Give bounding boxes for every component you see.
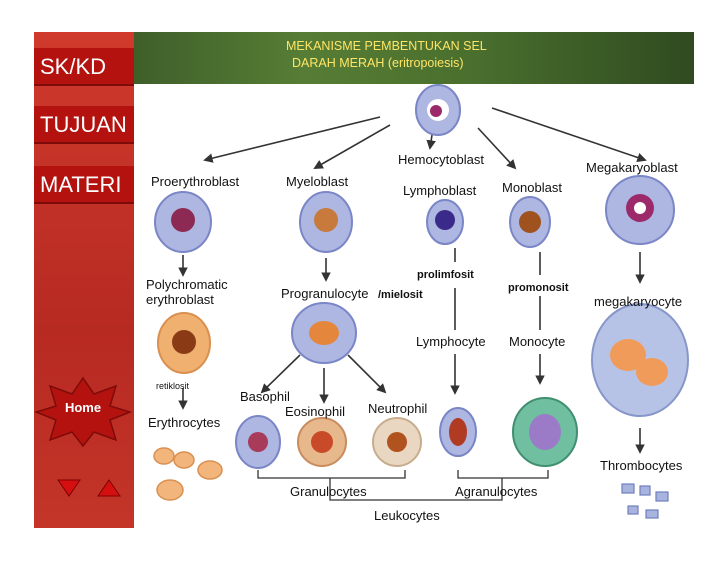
nav-item-sk-kd[interactable]: SK/KD (34, 48, 134, 86)
label-leukocytes: Leukocytes (374, 508, 440, 523)
nav-item-materi[interactable]: MATERI (34, 166, 134, 204)
diagram-canvas: Hemocytoblast Proerythroblast Myeloblast… (146, 84, 689, 523)
cell-lymphocyte (439, 407, 477, 457)
cell-lymphoblast (426, 199, 464, 245)
label-lymphocyte: Lymphocyte (416, 334, 486, 349)
cell-eosinophil (297, 417, 347, 467)
cell-megakaryoblast (605, 175, 675, 245)
cell-progranulocyte (291, 302, 357, 364)
page-title: MEKANISME PEMBENTUKAN SEL DARAH MERAH (e… (286, 38, 526, 72)
title-line-2: DARAH MERAH (eritropoiesis) (292, 56, 464, 70)
label-polychromatic-line-2: erythroblast (146, 292, 214, 307)
label-agranulocytes: Agranulocytes (455, 484, 538, 499)
title-line-1: MEKANISME PEMBENTUKAN SEL (286, 39, 487, 53)
cell-erythrocytes (153, 447, 223, 501)
label-neutrophil: Neutrophil (368, 401, 427, 416)
label-progranulocyte: Progranulocyte (281, 286, 368, 301)
label-megakaryocyte: megakaryocyte (594, 294, 682, 309)
next-arrow-icon[interactable] (96, 478, 122, 498)
label-megakaryoblast: Megakaryoblast (586, 160, 678, 175)
label-granulocytes: Granulocytes (290, 484, 367, 499)
label-retiklosit: retiklosit (156, 381, 190, 391)
label-erythrocytes: Erythrocytes (148, 415, 221, 430)
label-monoblast: Monoblast (502, 180, 562, 195)
label-myeloblast: Myeloblast (286, 174, 349, 189)
label-monocyte: Monocyte (509, 334, 565, 349)
cell-thrombocytes (621, 483, 669, 519)
cell-monocyte (512, 397, 578, 467)
label-prolimfosit: prolimfosit (417, 269, 474, 281)
cell-polychromatic-erythroblast (157, 312, 211, 374)
cell-myeloblast (299, 191, 353, 253)
cell-proerythroblast (154, 191, 212, 253)
cell-hemocytoblast (415, 84, 461, 136)
star-icon (34, 376, 132, 448)
label-proerythroblast: Proerythroblast (151, 174, 240, 189)
label-basophil: Basophil (240, 389, 290, 404)
label-hemocytoblast: Hemocytoblast (398, 152, 484, 167)
label-lymphoblast: Lymphoblast (403, 183, 477, 198)
label-promonosit: promonosit (508, 282, 569, 294)
cell-basophil (235, 415, 281, 469)
nav-item-tujuan[interactable]: TUJUAN (34, 106, 134, 144)
label-mielosit: /mielosit (378, 289, 423, 301)
label-eosinophil: Eosinophil (285, 404, 345, 419)
cell-monoblast (509, 196, 551, 248)
label-thrombocytes: Thrombocytes (600, 458, 683, 473)
header-band (134, 32, 694, 84)
home-label: Home (64, 400, 102, 415)
label-polychromatic-line-1: Polychromatic (146, 277, 228, 292)
cell-megakaryocyte (591, 303, 689, 417)
home-button[interactable]: Home (34, 376, 132, 448)
hematopoiesis-diagram: Hemocytoblast Proerythroblast Myeloblast… (134, 84, 694, 528)
cell-neutrophil (372, 417, 422, 467)
prev-arrow-icon[interactable] (56, 478, 82, 498)
